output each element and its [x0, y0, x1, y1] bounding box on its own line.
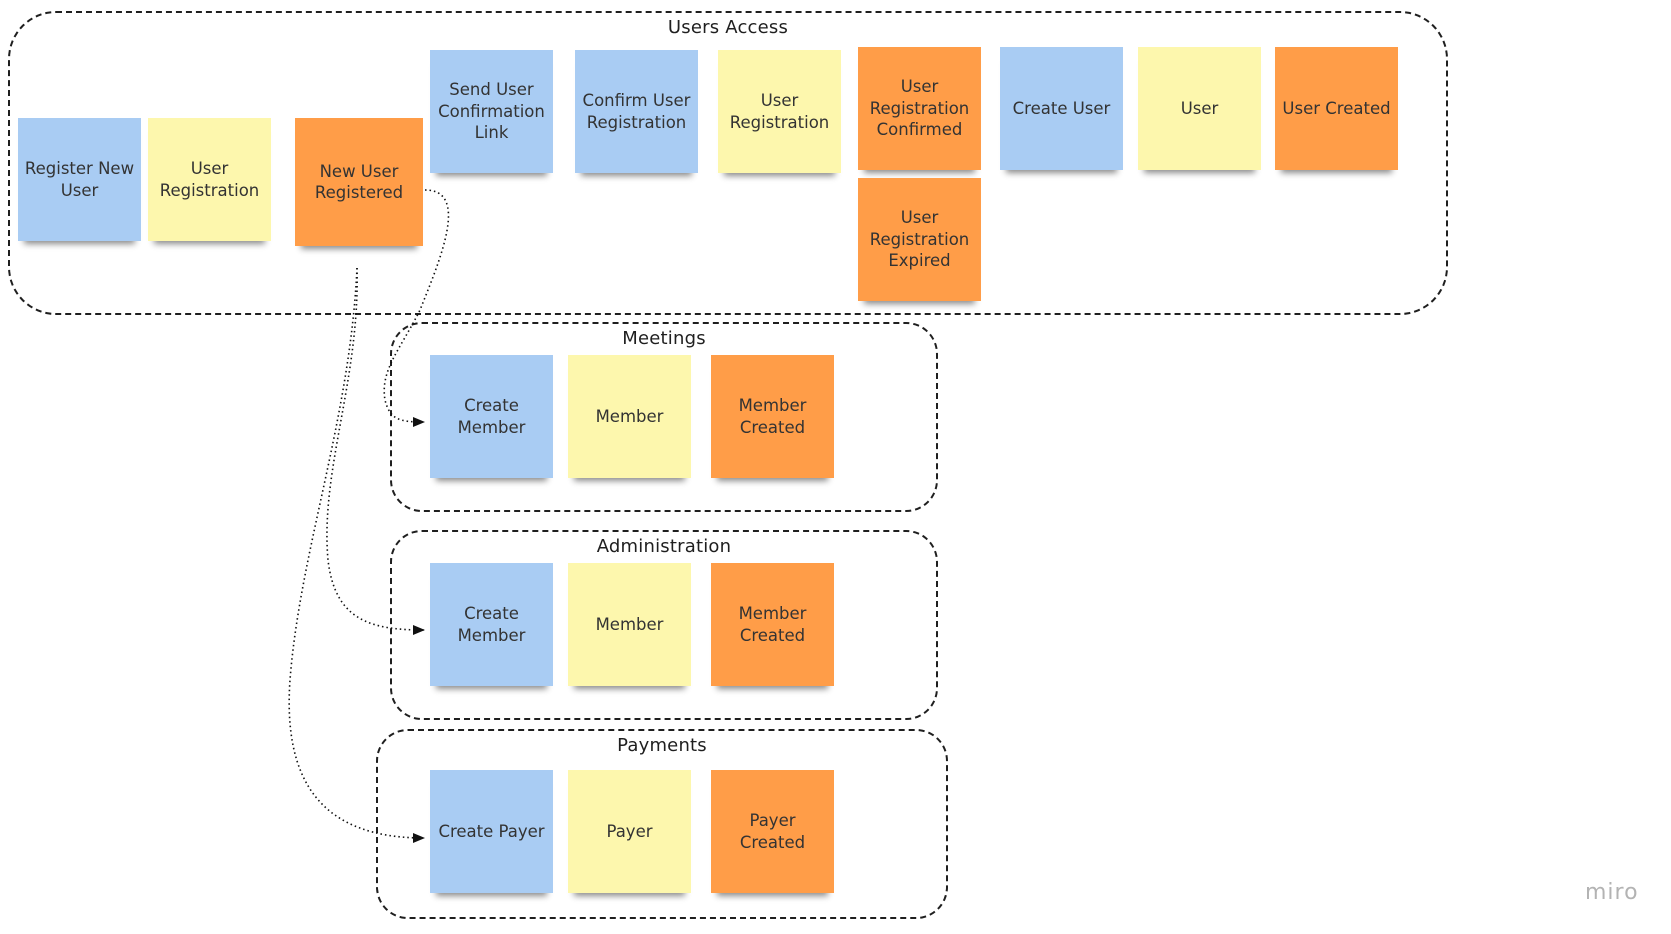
note-label: User Registration	[729, 91, 830, 132]
note-send-user-confirmation-link[interactable]: Send User Confirmation Link	[430, 50, 553, 173]
note-user[interactable]: User	[1138, 47, 1261, 170]
note-payer[interactable]: Payer	[568, 770, 691, 893]
note-user-registration-confirmed[interactable]: User Registration Confirmed	[858, 47, 981, 170]
note-label: Send User Confirmation Link	[438, 80, 545, 143]
note-payer-created[interactable]: Payer Created	[711, 770, 834, 893]
note-label: Member Created	[738, 604, 807, 645]
note-label: Create User	[1012, 98, 1111, 118]
note-label: Member	[595, 614, 664, 634]
note-new-user-registered[interactable]: New User Registered	[295, 118, 423, 246]
note-create-member[interactable]: Create Member	[430, 355, 553, 478]
group-title: Users Access	[667, 17, 789, 38]
note-label: Register New User	[24, 159, 135, 200]
note-label: User Registration Expired	[869, 208, 970, 271]
note-label: Create Payer	[438, 821, 545, 841]
group-title: Meetings	[622, 328, 706, 349]
note-user-registration-expired[interactable]: User Registration Expired	[858, 178, 981, 301]
note-label: Create Member	[457, 604, 526, 645]
group-title: Administration	[596, 536, 732, 557]
note-user-registration[interactable]: User Registration	[718, 50, 841, 173]
note-label: User Created	[1282, 98, 1391, 118]
note-label: User Registration Confirmed	[869, 77, 970, 140]
note-member-created[interactable]: Member Created	[711, 563, 834, 686]
note-label: Confirm User Registration	[582, 91, 691, 132]
group-users-access: Users Access	[8, 11, 1448, 315]
note-member[interactable]: Member	[568, 355, 691, 478]
note-create-payer[interactable]: Create Payer	[430, 770, 553, 893]
note-confirm-user-registration[interactable]: Confirm User Registration	[575, 50, 698, 173]
note-member-created[interactable]: Member Created	[711, 355, 834, 478]
note-label: Create Member	[457, 396, 526, 437]
note-register-new-user[interactable]: Register New User	[18, 118, 141, 241]
note-label: User	[1180, 98, 1219, 118]
note-label: New User Registered	[314, 161, 404, 202]
note-label: Payer	[606, 821, 653, 841]
note-create-user[interactable]: Create User	[1000, 47, 1123, 170]
note-label: Member	[595, 406, 664, 426]
note-label: Payer Created	[739, 811, 806, 852]
note-label: User Registration	[159, 159, 260, 200]
note-user-created[interactable]: User Created	[1275, 47, 1398, 170]
note-label: Member Created	[738, 396, 807, 437]
note-user-registration[interactable]: User Registration	[148, 118, 271, 241]
note-member[interactable]: Member	[568, 563, 691, 686]
note-create-member[interactable]: Create Member	[430, 563, 553, 686]
miro-logo: miro	[1585, 880, 1639, 905]
group-title: Payments	[617, 735, 707, 756]
